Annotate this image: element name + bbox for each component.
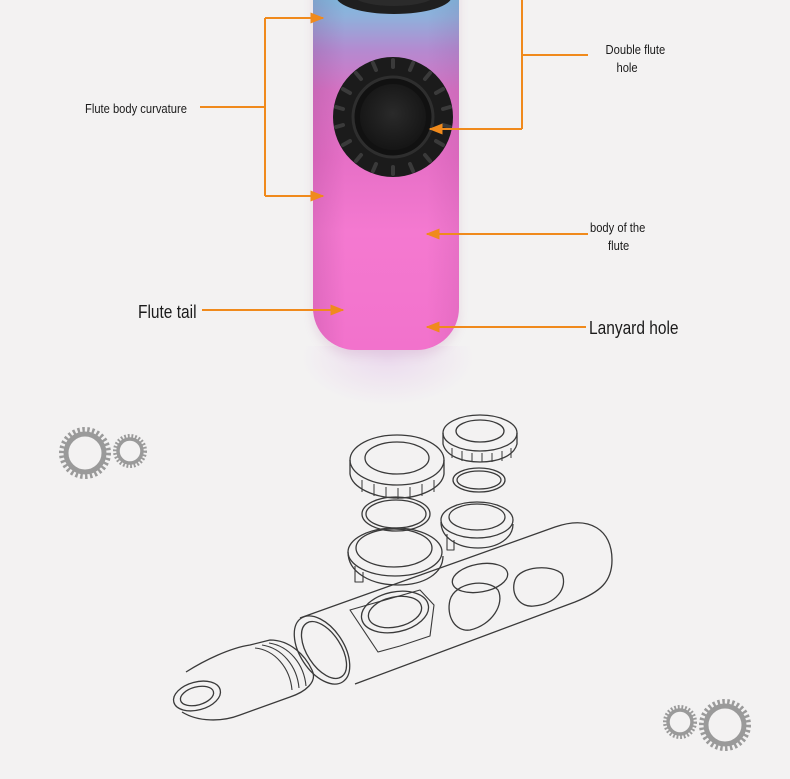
hole-seat-right [440,501,514,594]
gear-icon [59,427,111,479]
label-flute-body-curvature: Flute body curvature [85,100,187,118]
label-double-flute-hole: Double flute hole [601,41,670,77]
label-body-of-the-flute: body of the flute [590,219,659,255]
knurled-cap-left [349,434,445,499]
label-flute-tail: Flute tail [138,300,197,325]
label-text-line1: Double flute [605,42,666,57]
label-text: Flute body curvature [85,101,187,116]
gear-icon [699,699,751,751]
label-text: Flute tail [138,302,197,322]
label-text-line2: flute [608,238,630,254]
gear-icon [113,434,147,468]
gear-icon [663,705,697,739]
floor-shadow [300,346,475,406]
top-flute-hole-knob [337,0,451,14]
callout-lines-flute-body-curvature [200,12,325,202]
tube-body [293,522,613,685]
mouthpiece [172,639,315,721]
hole-seat-left [347,527,444,586]
label-text: Lanyard hole [589,318,679,338]
label-text-line2: hole [616,60,638,76]
flute-hole-knob [333,57,453,177]
gasket-left [361,496,431,532]
knurled-cap-right [442,414,518,463]
label-text-line1: body of the [590,220,646,235]
gasket-right [452,467,506,493]
label-lanyard-hole: Lanyard hole [589,316,679,341]
callout-lines-double-flute-hole [428,0,588,135]
exploded-view-drawing [172,414,613,721]
